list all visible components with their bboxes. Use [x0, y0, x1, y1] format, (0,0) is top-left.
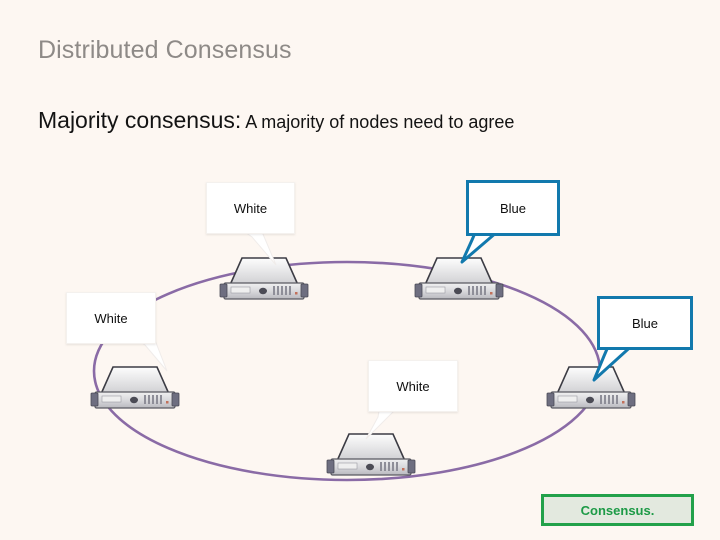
bullet-line: Majority consensus: A majority of nodes … — [38, 107, 514, 134]
callout-left[interactable]: White — [66, 292, 156, 344]
callout-label: Blue — [631, 315, 659, 331]
page-title: Distributed Consensus — [38, 36, 292, 64]
consensus-result-badge[interactable]: Consensus. — [541, 494, 694, 526]
node-bottom[interactable] — [325, 431, 417, 479]
bullet-body-text: A majority of nodes need to agree — [241, 112, 515, 132]
callout-label: Blue — [499, 200, 527, 216]
callout-label: White — [94, 310, 128, 326]
callout-label: White — [233, 200, 268, 216]
node-top-right[interactable] — [413, 255, 505, 303]
server-icon — [90, 366, 180, 409]
callout-top-right[interactable]: Blue — [466, 180, 560, 236]
node-left[interactable] — [89, 364, 181, 412]
node-right[interactable] — [545, 364, 637, 412]
callout-top-left[interactable]: White — [206, 182, 295, 234]
callout-bottom[interactable]: White — [368, 360, 458, 412]
server-icon — [414, 257, 504, 300]
callout-right[interactable]: Blue — [597, 296, 693, 350]
bullet-lead-text: Majority consensus: — [38, 107, 242, 133]
server-icon — [546, 366, 636, 409]
consensus-result-label: Consensus. — [580, 502, 655, 518]
node-top-left[interactable] — [218, 255, 310, 303]
server-icon — [326, 433, 416, 476]
server-icon — [219, 257, 309, 300]
callout-label: White — [396, 378, 430, 394]
